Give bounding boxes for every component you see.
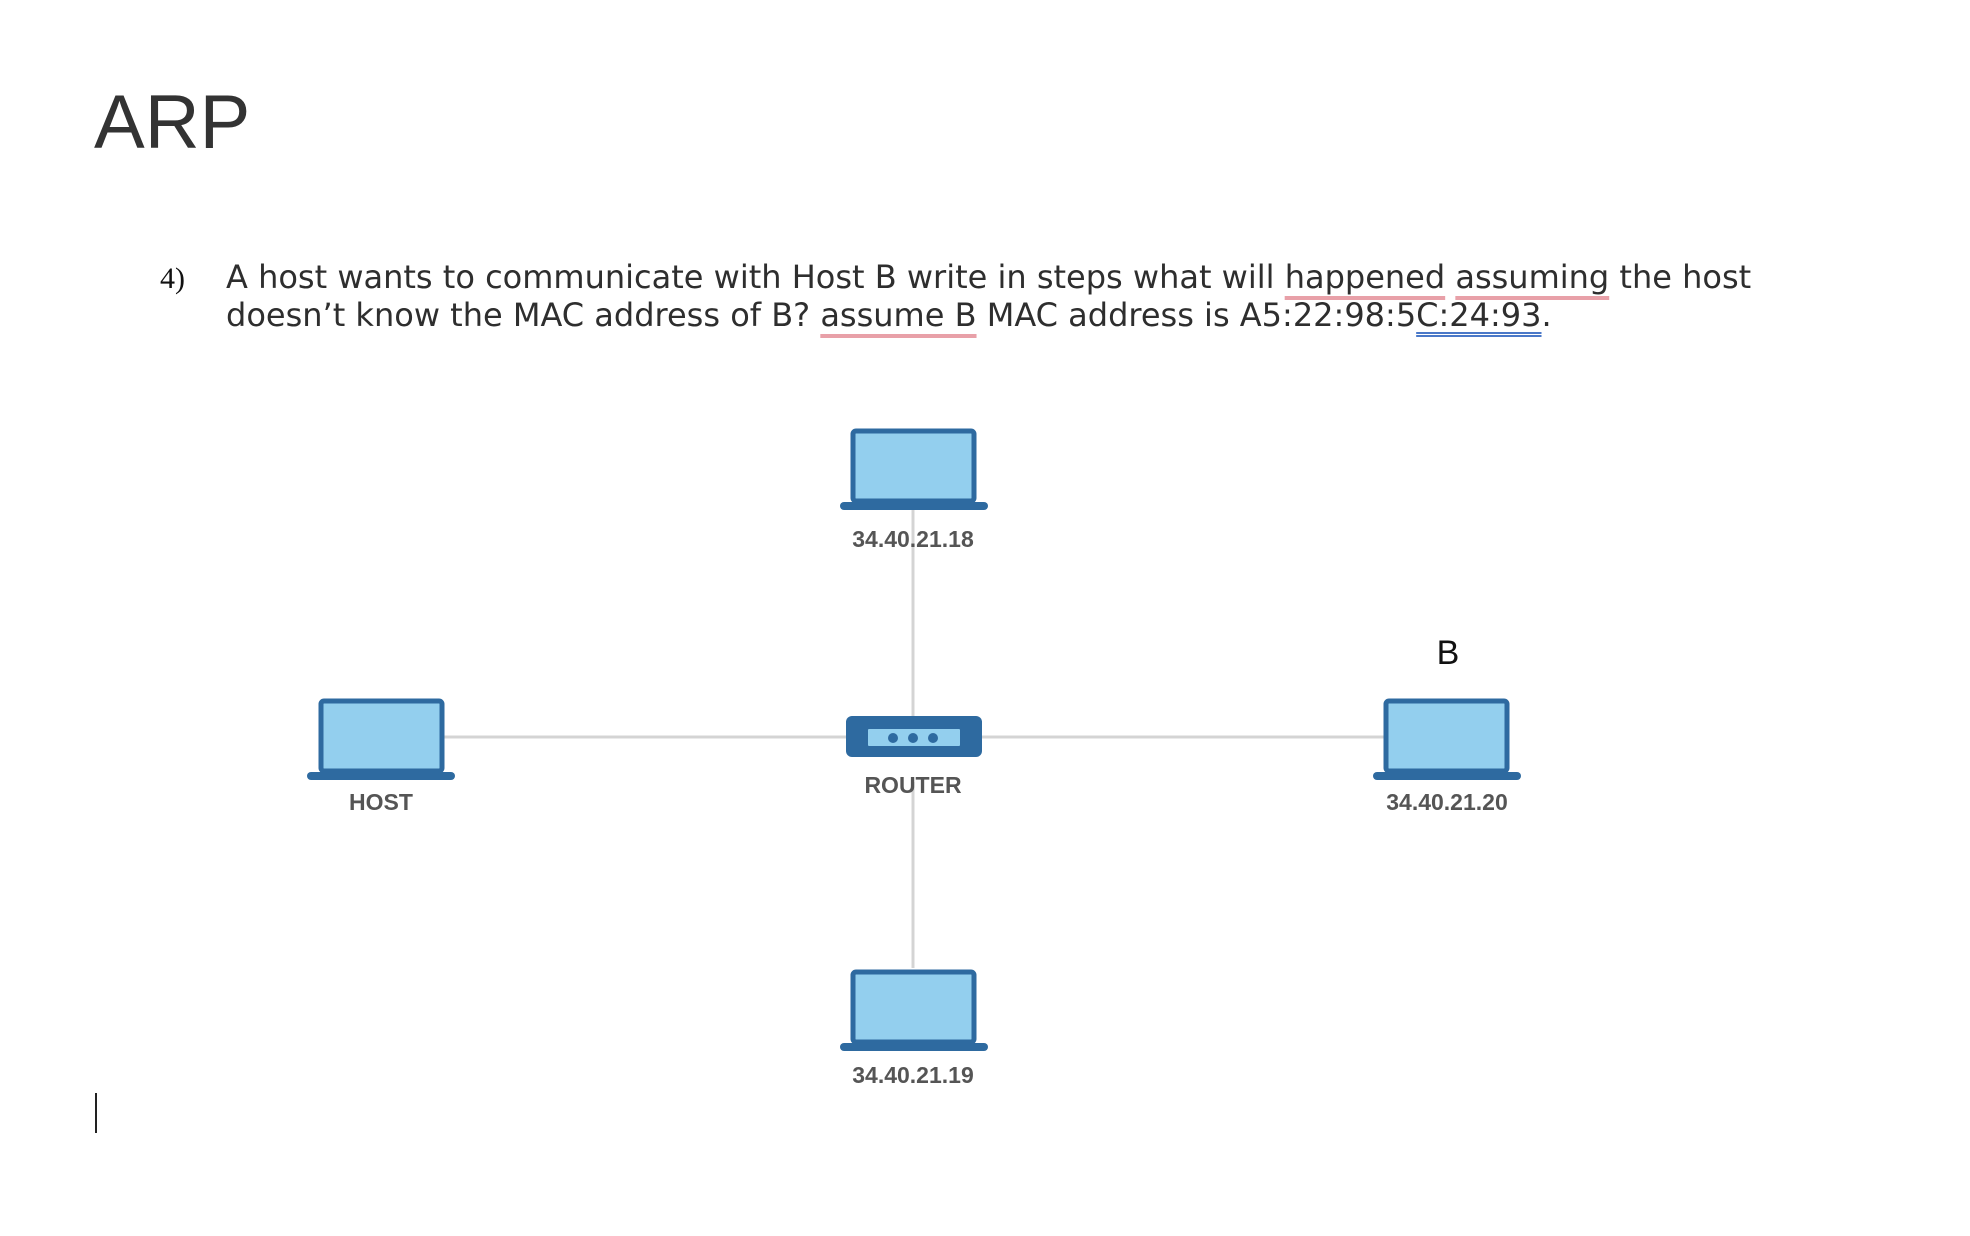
- host-b-marker: B: [1437, 634, 1460, 672]
- question-text: the host: [1609, 258, 1752, 296]
- node-label-bottom: 34.40.21.19: [852, 1062, 974, 1088]
- question-text: MAC address is A5:22:98:5: [976, 296, 1417, 334]
- node-label-router: ROUTER: [864, 772, 962, 798]
- router-icon[interactable]: [846, 716, 982, 757]
- laptop-icon-host[interactable]: [307, 698, 455, 780]
- network-links: [441, 500, 1386, 968]
- text-cursor: [95, 1093, 97, 1133]
- grammar-flagged-text[interactable]: C:24:93: [1416, 296, 1542, 334]
- node-label-top: 34.40.21.18: [852, 526, 974, 552]
- question-line-2: doesn’t know the MAC address of B? assum…: [226, 296, 1552, 334]
- page-title: ARP: [94, 80, 251, 165]
- question-text: .: [1541, 296, 1552, 334]
- question-number: 4): [160, 262, 185, 295]
- question-line-1: A host wants to communicate with Host B …: [226, 258, 1751, 296]
- question-text: doesn’t know the MAC address of B?: [226, 296, 821, 334]
- spelling-flagged-phrase[interactable]: assume B: [820, 296, 977, 334]
- node-label-host-b: 34.40.21.20: [1386, 789, 1508, 815]
- spelling-flagged-word[interactable]: assuming: [1455, 258, 1610, 296]
- laptop-icon-bottom[interactable]: [840, 969, 988, 1051]
- question-text: A host wants to communicate with Host B …: [226, 258, 1285, 296]
- node-label-host: HOST: [349, 789, 413, 815]
- spelling-flagged-word[interactable]: happened: [1284, 258, 1446, 296]
- laptop-icon-top[interactable]: [840, 428, 988, 510]
- laptop-icon-host-b[interactable]: [1373, 698, 1521, 780]
